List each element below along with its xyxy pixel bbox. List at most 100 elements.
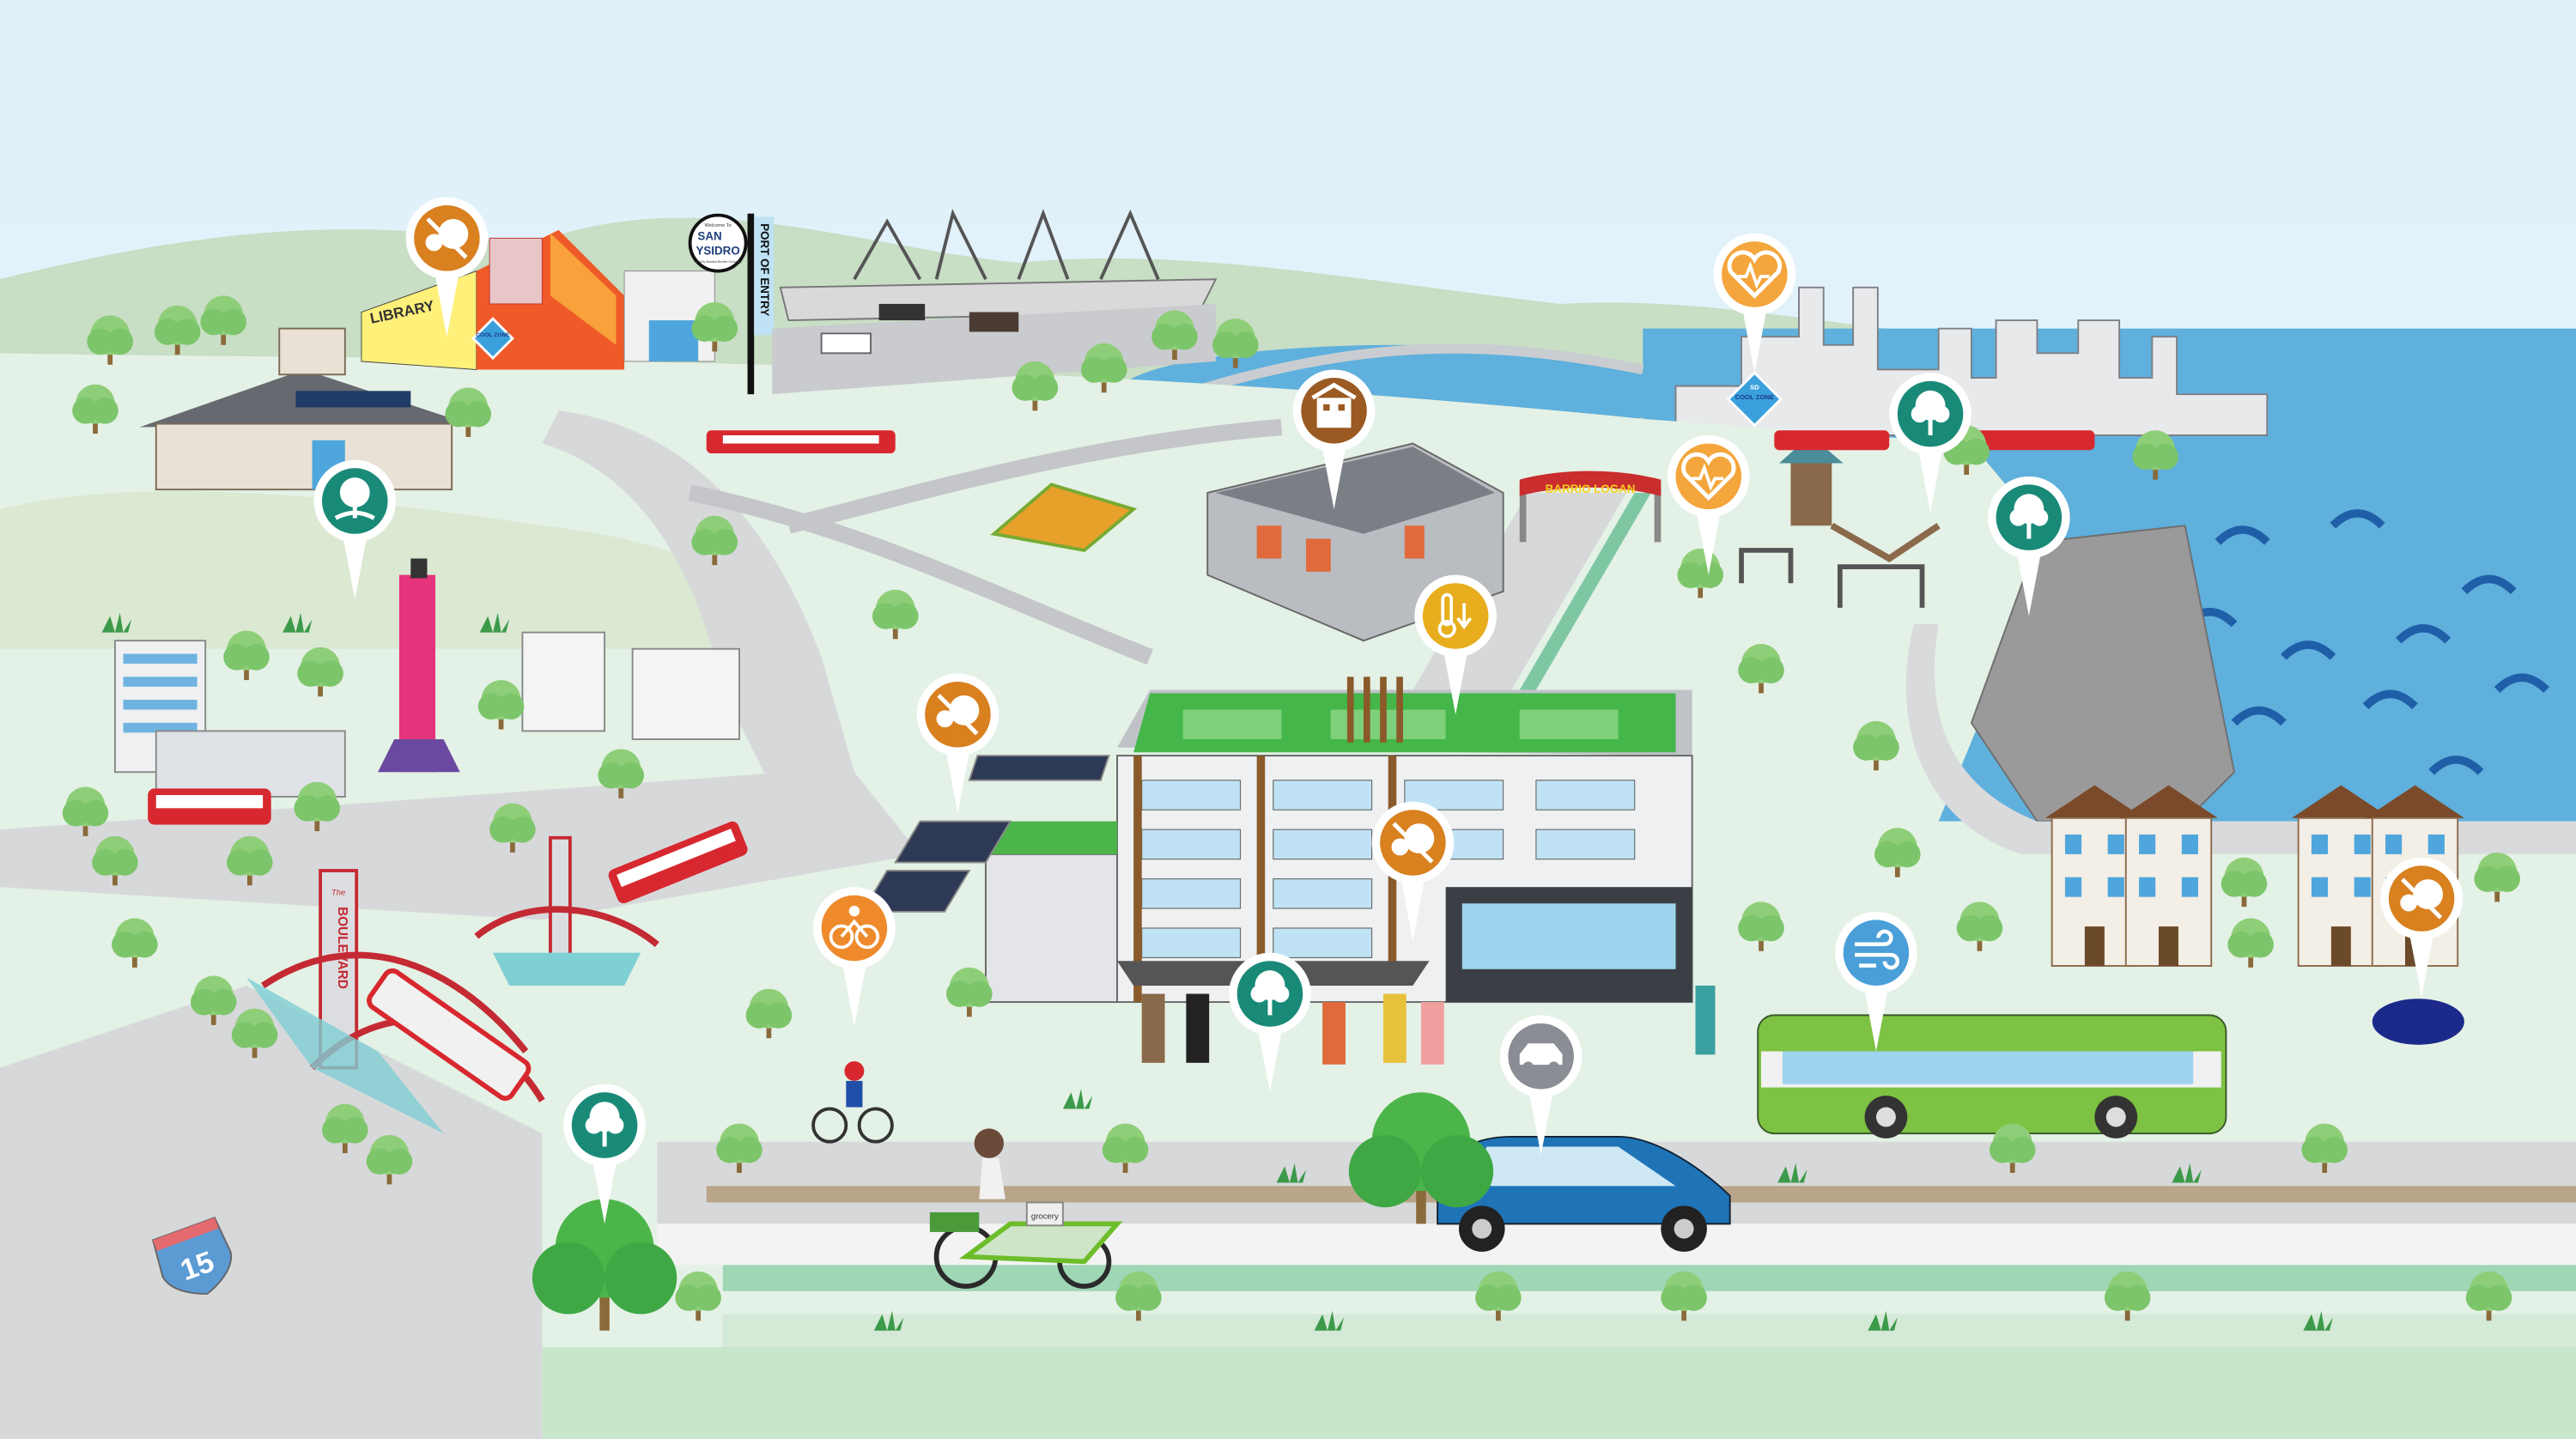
library: LIBRARY	[361, 229, 715, 370]
pin-badge	[1843, 920, 1910, 986]
red-trolley-station	[367, 968, 532, 1102]
no-tree-heat-icon	[936, 694, 980, 736]
pedestrians	[1141, 985, 1716, 1065]
tree-icon	[2009, 494, 2049, 539]
house	[2118, 784, 2219, 967]
pin-tail	[341, 530, 368, 600]
interstate-15-shield: 15	[151, 1216, 232, 1295]
pin-tail	[841, 957, 868, 1027]
elevated-trolley-track	[688, 484, 1153, 665]
car-icon	[1519, 1043, 1563, 1072]
green-bike-lane-diag	[1519, 492, 1651, 690]
lower-median	[722, 1314, 2576, 1347]
map-pin[interactable]	[1667, 435, 1750, 575]
tree-hand-icon	[334, 477, 375, 520]
welcome-text: Welcome To	[704, 223, 731, 228]
map-pin[interactable]	[563, 1084, 646, 1224]
pin-tail	[945, 744, 971, 814]
map-pin[interactable]	[1713, 233, 1796, 373]
tree-icon	[1911, 390, 1950, 436]
map-pin[interactable]	[916, 673, 999, 814]
green-bus	[1757, 1014, 2227, 1138]
border-crossing-canopy	[772, 209, 1218, 395]
map-pins	[313, 197, 2463, 1224]
barrio-logan-arch: BARRIO LOGAN	[1519, 471, 1662, 543]
boulevard-sign: The BOULEVARD	[246, 869, 545, 1134]
colorful-tower	[378, 558, 460, 773]
child-bicycle	[811, 1060, 894, 1144]
boulevard-the-text: The	[331, 889, 345, 898]
cool-zone-badge-library: COOL ZONE	[471, 317, 514, 361]
tree-icon	[1250, 970, 1290, 1016]
park-pavilion	[139, 327, 469, 491]
pin-tail	[1528, 1085, 1554, 1156]
bridge	[1132, 343, 1644, 416]
pin-tail	[1695, 506, 1722, 575]
red-trolley-diagonal	[608, 821, 748, 904]
map-pin[interactable]	[1292, 369, 1376, 510]
cargo-bike: grocery	[929, 1128, 1123, 1289]
blue-car	[1437, 1136, 1731, 1252]
map-pin[interactable]	[405, 197, 489, 337]
crossing-text: "World's Busiest Border Crossing"	[693, 260, 743, 264]
heart-runner-icon	[1681, 452, 1736, 501]
map-pin[interactable]	[313, 459, 397, 600]
barrio-logan-text: BARRIO LOGAN	[1546, 483, 1636, 495]
wind-icon	[1855, 929, 1900, 970]
seawall	[1905, 624, 2576, 854]
map-pin[interactable]	[1414, 574, 1497, 715]
pin-tail	[2015, 547, 2043, 616]
cool-zone-text: COOL ZONE	[476, 332, 510, 338]
port-of-entry-text: PORT OF ENTRY	[758, 223, 771, 316]
map-pin[interactable]	[1889, 373, 1971, 513]
park-shade-structure	[990, 483, 1138, 552]
port-of-entry-sign: PORT OF ENTRY Welcome To SAN YSIDRO "Wor…	[688, 213, 775, 395]
pin-tail	[1321, 440, 1347, 510]
no-tree-heat-icon	[1391, 822, 1435, 864]
map-pin[interactable]	[813, 887, 896, 1027]
ysidro-text: YSIDRO	[696, 245, 739, 258]
heart-runner-icon	[1727, 250, 1783, 299]
park-hill	[0, 491, 775, 649]
no-tree-heat-icon	[425, 217, 469, 259]
pin-tail	[434, 267, 460, 337]
trolley-station-sign	[474, 835, 659, 986]
pin-badge	[1422, 583, 1489, 649]
elevated-track-2	[787, 418, 1283, 534]
map-pin[interactable]	[2380, 857, 2463, 998]
thermometer-down-icon	[1437, 592, 1473, 638]
lower-green-strip	[542, 1346, 2576, 1439]
grocery-bag-text: grocery	[1031, 1212, 1059, 1222]
map-pin[interactable]	[1988, 476, 2070, 616]
red-trolley-left	[148, 788, 271, 825]
no-tree-heat-icon	[2400, 877, 2444, 920]
pin-tail	[1256, 1023, 1284, 1093]
tree-icon	[585, 1102, 624, 1147]
cross-road	[0, 772, 920, 920]
bicycle-icon	[829, 905, 880, 950]
small-blue-car	[2372, 999, 2464, 1045]
pin-tail	[1741, 303, 1768, 373]
cool-zone-badge-downtown: SD COOL ZONE	[1726, 371, 1783, 428]
map-pin[interactable]	[1371, 801, 1455, 942]
apartment-left	[113, 631, 740, 798]
pin-tail	[1400, 871, 1426, 942]
pin-tail	[2408, 927, 2435, 998]
pin-tail	[1862, 982, 1890, 1052]
map-pin[interactable]	[1835, 911, 1917, 1052]
building-icon	[1311, 382, 1357, 428]
pin-tail	[591, 1155, 618, 1224]
green-roof-building	[985, 677, 1693, 1004]
map-pin[interactable]	[1499, 1015, 1583, 1156]
sd-text: SD	[1750, 383, 1759, 391]
local-road	[542, 410, 854, 789]
solar-carports	[860, 755, 1110, 913]
pin-tail	[1917, 443, 1944, 513]
pin-badge	[821, 895, 888, 962]
san-text: SAN	[697, 229, 721, 242]
cool-zone-text: COOL ZONE	[1735, 393, 1774, 401]
red-trolley	[706, 430, 2095, 454]
boulevard-text: BOULEVARD	[335, 907, 349, 989]
map-pin[interactable]	[1229, 952, 1311, 1093]
